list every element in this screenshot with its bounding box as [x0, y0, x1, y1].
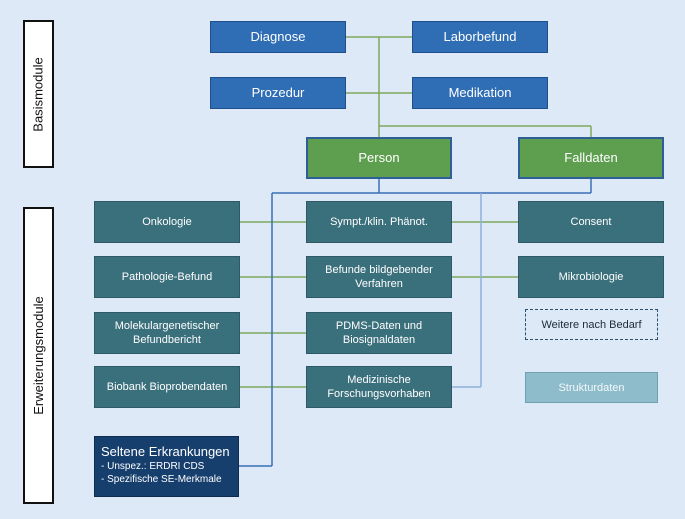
person-box[interactable]: Person	[306, 137, 452, 179]
onkologie-box[interactable]: Onkologie	[94, 201, 240, 243]
pathologie-box[interactable]: Pathologie-Befund	[94, 256, 240, 298]
prozedur-box[interactable]: Prozedur	[210, 77, 346, 109]
consent-box[interactable]: Consent	[518, 201, 664, 243]
seltene-line-1: - Unspez.: ERDRI CDS	[101, 461, 205, 472]
seltene-erkrankungen-box[interactable]: Seltene Erkrankungen - Unspez.: ERDRI CD…	[94, 436, 239, 497]
forschung-box[interactable]: Medizinische Forschungsvorhaben	[306, 366, 452, 408]
mikrobiologie-box[interactable]: Mikrobiologie	[518, 256, 664, 298]
pdms-box[interactable]: PDMS-Daten und Biosignaldaten	[306, 312, 452, 354]
basismodule-label: Basismodule	[23, 20, 54, 168]
basismodule-label-text: Basismodule	[31, 56, 46, 132]
symptome-box[interactable]: Sympt./klin. Phänot.	[306, 201, 452, 243]
blue-connectors	[238, 178, 592, 467]
seltene-title: Seltene Erkrankungen	[101, 444, 230, 459]
seltene-line-2: - Spezifische SE-Merkmale	[101, 474, 222, 485]
basis-connectors	[345, 36, 592, 137]
weitere-box: Weitere nach Bedarf	[525, 309, 658, 340]
falldaten-box[interactable]: Falldaten	[518, 137, 664, 179]
strukturdaten-box: Strukturdaten	[525, 372, 658, 403]
diagnose-box[interactable]: Diagnose	[210, 21, 346, 53]
molekular-box[interactable]: Molekulargenetischer Befundbericht	[94, 312, 240, 354]
laborbefund-box[interactable]: Laborbefund	[412, 21, 548, 53]
biobank-box[interactable]: Biobank Bioprobendaten	[94, 366, 240, 408]
medikation-box[interactable]: Medikation	[412, 77, 548, 109]
light-blue-connectors	[451, 193, 482, 388]
erweiterungsmodule-label-text: Erweiterungsmodule	[31, 296, 47, 415]
bildgebung-box[interactable]: Befunde bildgebender Verfahren	[306, 256, 452, 298]
extension-connectors-green	[239, 221, 519, 388]
erweiterungsmodule-label: Erweiterungsmodule	[23, 207, 54, 504]
